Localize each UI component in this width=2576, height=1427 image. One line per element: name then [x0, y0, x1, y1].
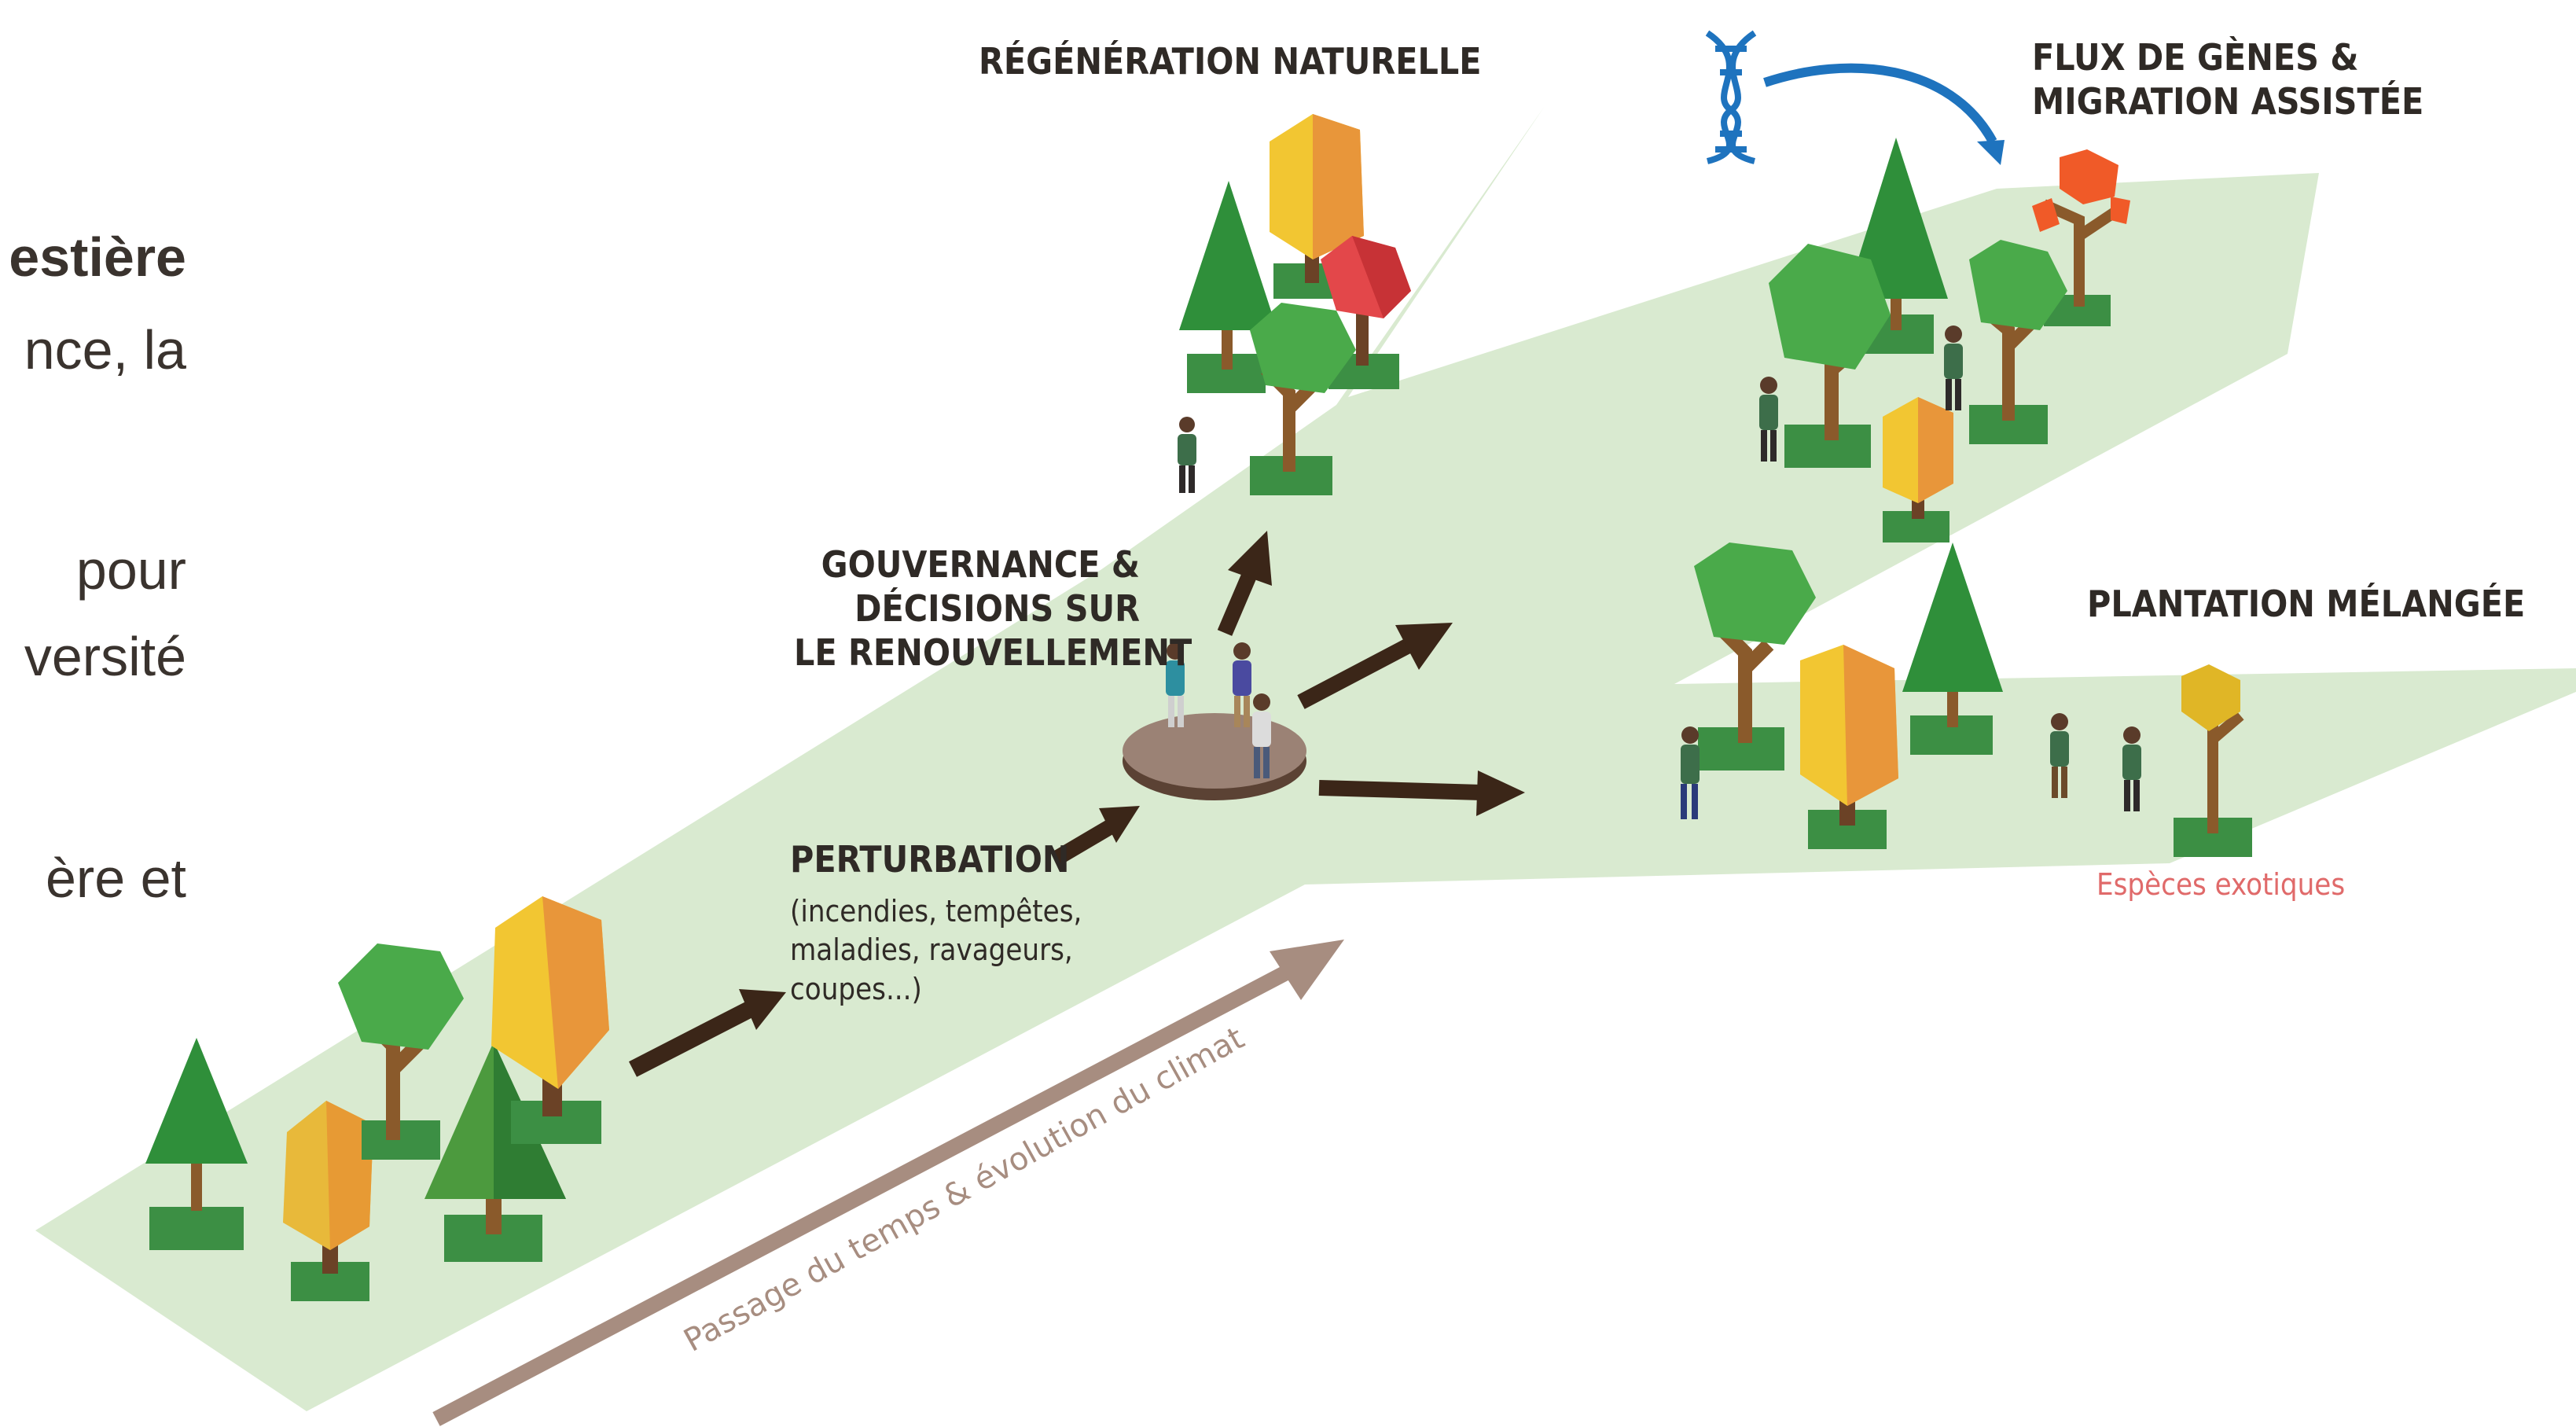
gene-flow-line-1: FLUX DE GÈNES & — [2032, 36, 2359, 79]
flow-arrows — [628, 531, 1525, 1077]
tree-orange-tall — [491, 896, 609, 1144]
person-mixed-3 — [2122, 726, 2141, 811]
disturbance-title: PERTURBATION — [790, 838, 1070, 881]
disturbance-detail-line-1: (incendies, tempêtes, — [790, 894, 1082, 929]
governance-line-3: LE RENOUVELLEMENT — [794, 631, 1192, 675]
side-text-4: versité — [24, 626, 186, 687]
side-text-1: estière — [9, 226, 186, 288]
curved-arrow-icon — [1763, 63, 2005, 165]
side-text-5: ère et — [46, 848, 186, 909]
tree-round-green-2 — [1250, 303, 1356, 495]
tree-yellow — [283, 1101, 373, 1301]
dna-icon — [1705, 30, 1757, 164]
tree-conifer-2 — [1179, 181, 1277, 393]
person-gene-1 — [1759, 377, 1778, 462]
side-text-3: pour — [75, 539, 186, 601]
arrow-to-disturbance — [628, 989, 786, 1077]
person-gene-2 — [1944, 325, 1963, 410]
arrow-to-governance — [1050, 806, 1140, 866]
tree-round-green-3 — [1769, 244, 1891, 468]
trees — [145, 114, 2252, 1301]
person-mixed-1 — [1681, 726, 1700, 819]
tree-red — [1321, 236, 1411, 389]
disturbance-detail: (incendies, tempêtes, maladies, ravageur… — [790, 892, 1082, 1009]
exotic-species-label: Espèces exotiques — [2096, 867, 2346, 902]
arrow-to-natural-regen — [1217, 531, 1272, 636]
tree-yellow-4 — [1800, 645, 1898, 849]
tree-yellow-5 — [2174, 664, 2252, 857]
governance-line-2: DÉCISIONS SUR — [854, 587, 1140, 631]
disturbance-detail-line-3: coupes...) — [790, 971, 922, 1006]
tree-round-green-4 — [1969, 240, 2067, 444]
person-regen — [1178, 417, 1196, 493]
tree-round-green — [338, 943, 464, 1160]
arrow-to-gene-flow — [1297, 623, 1453, 709]
disturbance-detail-line-2: maladies, ravageurs, — [790, 932, 1073, 968]
people — [1166, 325, 2141, 819]
person-gov-3 — [1252, 693, 1271, 778]
person-mixed-2 — [2050, 713, 2069, 798]
governance-label: GOUVERNANCE & DÉCISIONS SUR LE RENOUVELL… — [794, 542, 1192, 675]
gene-flow-label: FLUX DE GÈNES & MIGRATION ASSISTÉE — [2032, 35, 2423, 123]
arrow-to-mixed-planting — [1318, 771, 1525, 816]
governance-line-1: GOUVERNANCE & — [821, 543, 1140, 586]
tree-conifer-4 — [1902, 542, 2003, 755]
tree-yellow-3 — [1883, 397, 1953, 542]
governance-platform — [1123, 713, 1306, 800]
tree-conifer — [145, 1038, 248, 1250]
natural-regeneration-label: RÉGÉNÉRATION NATURELLE — [979, 40, 1482, 83]
side-text-2: nce, la — [24, 319, 186, 381]
person-gov-1 — [1166, 642, 1185, 727]
mixed-planting-label: PLANTATION MÉLANGÉE — [2087, 583, 2526, 625]
person-gov-2 — [1233, 642, 1251, 727]
time-arrow — [432, 940, 1344, 1426]
tree-round-green-5 — [1694, 542, 1816, 771]
gene-flow-line-2: MIGRATION ASSISTÉE — [2032, 80, 2424, 123]
